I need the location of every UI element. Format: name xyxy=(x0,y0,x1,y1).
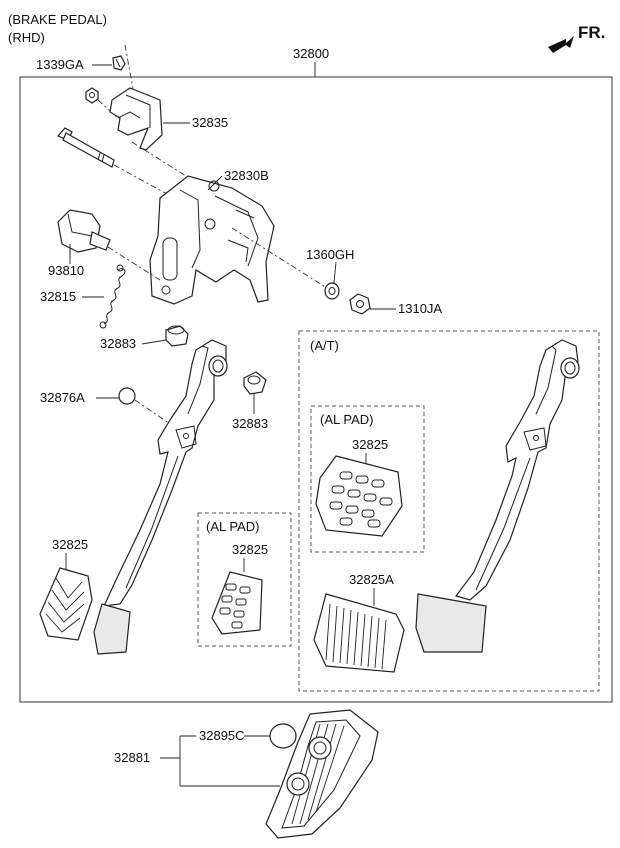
label-32825-main: 32825 xyxy=(52,537,88,552)
brake-pedal-arm-at xyxy=(415,339,580,653)
brake-pedal-arm-main xyxy=(93,339,228,655)
front-arrow-icon xyxy=(548,36,574,53)
assembly-frame xyxy=(19,76,613,703)
label-32800: 32800 xyxy=(293,46,329,61)
label-1310JA: 1310JA xyxy=(398,301,442,316)
alpad-right-label: (AL PAD) xyxy=(320,412,373,427)
label-32895C: 32895C xyxy=(199,728,245,743)
at-group-box xyxy=(298,330,600,692)
label-32830B: 32830B xyxy=(224,168,269,183)
label-32815: 32815 xyxy=(40,289,76,304)
pedal-bracket-32830B xyxy=(149,175,275,305)
diagram-title-line1: (BRAKE PEDAL) xyxy=(8,12,107,27)
bracket-32835 xyxy=(109,87,163,151)
bushing-32883-right xyxy=(243,371,267,395)
bushing-32883-top xyxy=(165,325,189,347)
alpad-right-box xyxy=(310,405,425,553)
label-1339GA: 1339GA xyxy=(36,57,84,72)
alpad-left-box xyxy=(197,512,292,647)
pedal-pad-32825A xyxy=(313,593,405,673)
label-93810: 93810 xyxy=(48,263,84,278)
al-pad-left xyxy=(211,571,263,635)
label-32825-alpad-left: 32825 xyxy=(232,542,268,557)
clip-1339GA xyxy=(112,55,126,71)
label-32825A: 32825A xyxy=(349,572,394,587)
bolt xyxy=(56,127,115,168)
stopper-32876A xyxy=(118,387,136,405)
cap-32895C xyxy=(269,723,297,749)
diagram-title-line2: (RHD) xyxy=(8,30,45,45)
al-pad-right xyxy=(315,455,403,537)
alpad-left-label: (AL PAD) xyxy=(206,519,259,534)
label-32825-alpad-right: 32825 xyxy=(352,437,388,452)
footrest-32881 xyxy=(265,709,379,839)
at-group-label: (A/T) xyxy=(310,338,339,353)
stop-lamp-switch-93810 xyxy=(57,209,111,258)
label-32881: 32881 xyxy=(114,750,150,765)
label-32835: 32835 xyxy=(192,115,228,130)
return-spring-32815 xyxy=(99,264,126,329)
fr-label: FR. xyxy=(578,23,605,42)
pedal-pad-32825 xyxy=(39,567,93,641)
front-direction-indicator: FR. xyxy=(548,23,605,53)
nut-1360GH xyxy=(324,282,340,300)
label-32876A: 32876A xyxy=(40,390,85,405)
label-32883-top: 32883 xyxy=(100,336,136,351)
label-32883-right: 32883 xyxy=(232,416,268,431)
label-1360GH: 1360GH xyxy=(306,247,354,262)
nut-1310JA xyxy=(349,293,371,315)
nut-small xyxy=(85,87,99,104)
